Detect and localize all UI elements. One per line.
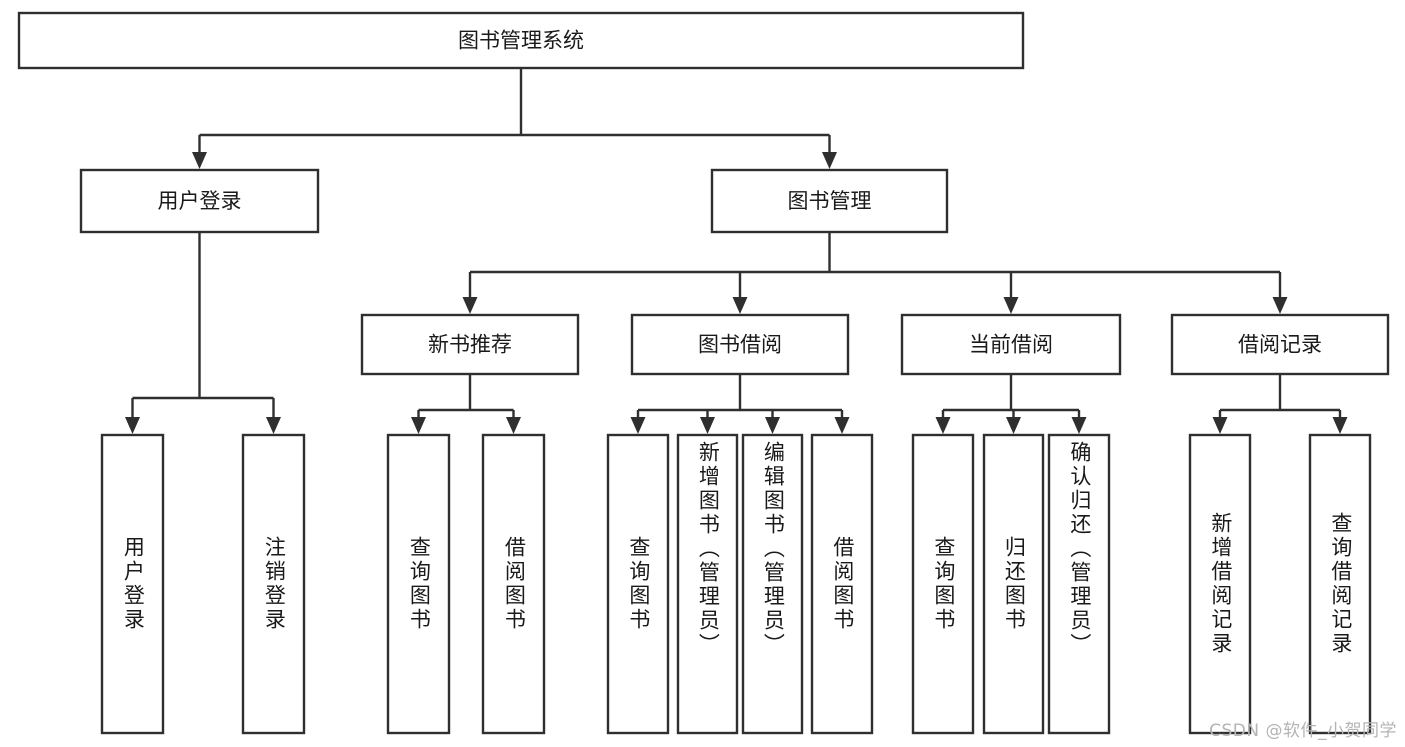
leaf-node-5[interactable] [676, 433, 739, 735]
leaf-node-1[interactable] [241, 433, 306, 735]
root-node-label: 图书管理系统 [458, 29, 584, 53]
leaf-node-6[interactable] [741, 433, 804, 735]
leaf-node-11[interactable] [1188, 433, 1252, 735]
level3-node-2[interactable] [900, 313, 1122, 376]
arrow-head-icon [1332, 417, 1348, 434]
level3-node-0-label: 新书推荐 [428, 333, 512, 357]
arrow-head-icon [192, 152, 207, 169]
leaf-node-10[interactable] [1047, 433, 1111, 735]
level2-node-1-label: 图书管理 [788, 189, 872, 213]
leaf-node-7[interactable] [810, 433, 874, 735]
arrow-head-icon [1003, 297, 1019, 314]
root-node-图书管理系统[interactable] [17, 11, 1025, 70]
arrow-head-icon [506, 417, 521, 434]
node-layer [17, 11, 1390, 735]
arrow-head-icon [462, 297, 478, 314]
connector-layer [125, 68, 1348, 434]
leaf-node-4[interactable] [606, 433, 670, 735]
arrow-head-icon [125, 417, 140, 434]
level3-node-1[interactable] [630, 313, 850, 376]
arrow-head-icon [1006, 417, 1021, 434]
arrow-head-icon [765, 417, 780, 434]
level3-node-3-label: 借阅记录 [1238, 333, 1322, 357]
arrow-head-icon [411, 417, 426, 434]
level3-node-2-label: 当前借阅 [969, 333, 1053, 357]
arrow-head-icon [935, 417, 951, 434]
level3-node-0[interactable] [360, 313, 580, 376]
level2-node-0[interactable] [79, 168, 320, 234]
leaf-node-9[interactable] [982, 433, 1045, 735]
watermark-text: CSDN @软件_小贺同学 [1209, 721, 1397, 741]
leaf-node-12[interactable] [1308, 433, 1372, 735]
arrow-head-icon [1272, 297, 1288, 314]
leaf-node-0[interactable] [100, 433, 165, 735]
arrow-head-icon [822, 152, 837, 169]
arrow-head-icon [732, 297, 748, 314]
level2-node-0-label: 用户登录 [158, 189, 242, 213]
arrow-head-icon [266, 417, 281, 434]
leaf-node-8[interactable] [911, 433, 975, 735]
arrow-head-icon [1071, 417, 1087, 434]
arrow-head-icon [700, 417, 715, 434]
leaf-node-2[interactable] [386, 433, 451, 735]
level2-node-1[interactable] [710, 168, 949, 234]
level3-node-3[interactable] [1170, 313, 1390, 376]
arrow-head-icon [1212, 417, 1228, 434]
level3-node-1-label: 图书借阅 [698, 333, 782, 357]
arrow-head-icon [630, 417, 646, 434]
arrow-head-icon [834, 417, 850, 434]
leaf-node-3[interactable] [481, 433, 546, 735]
